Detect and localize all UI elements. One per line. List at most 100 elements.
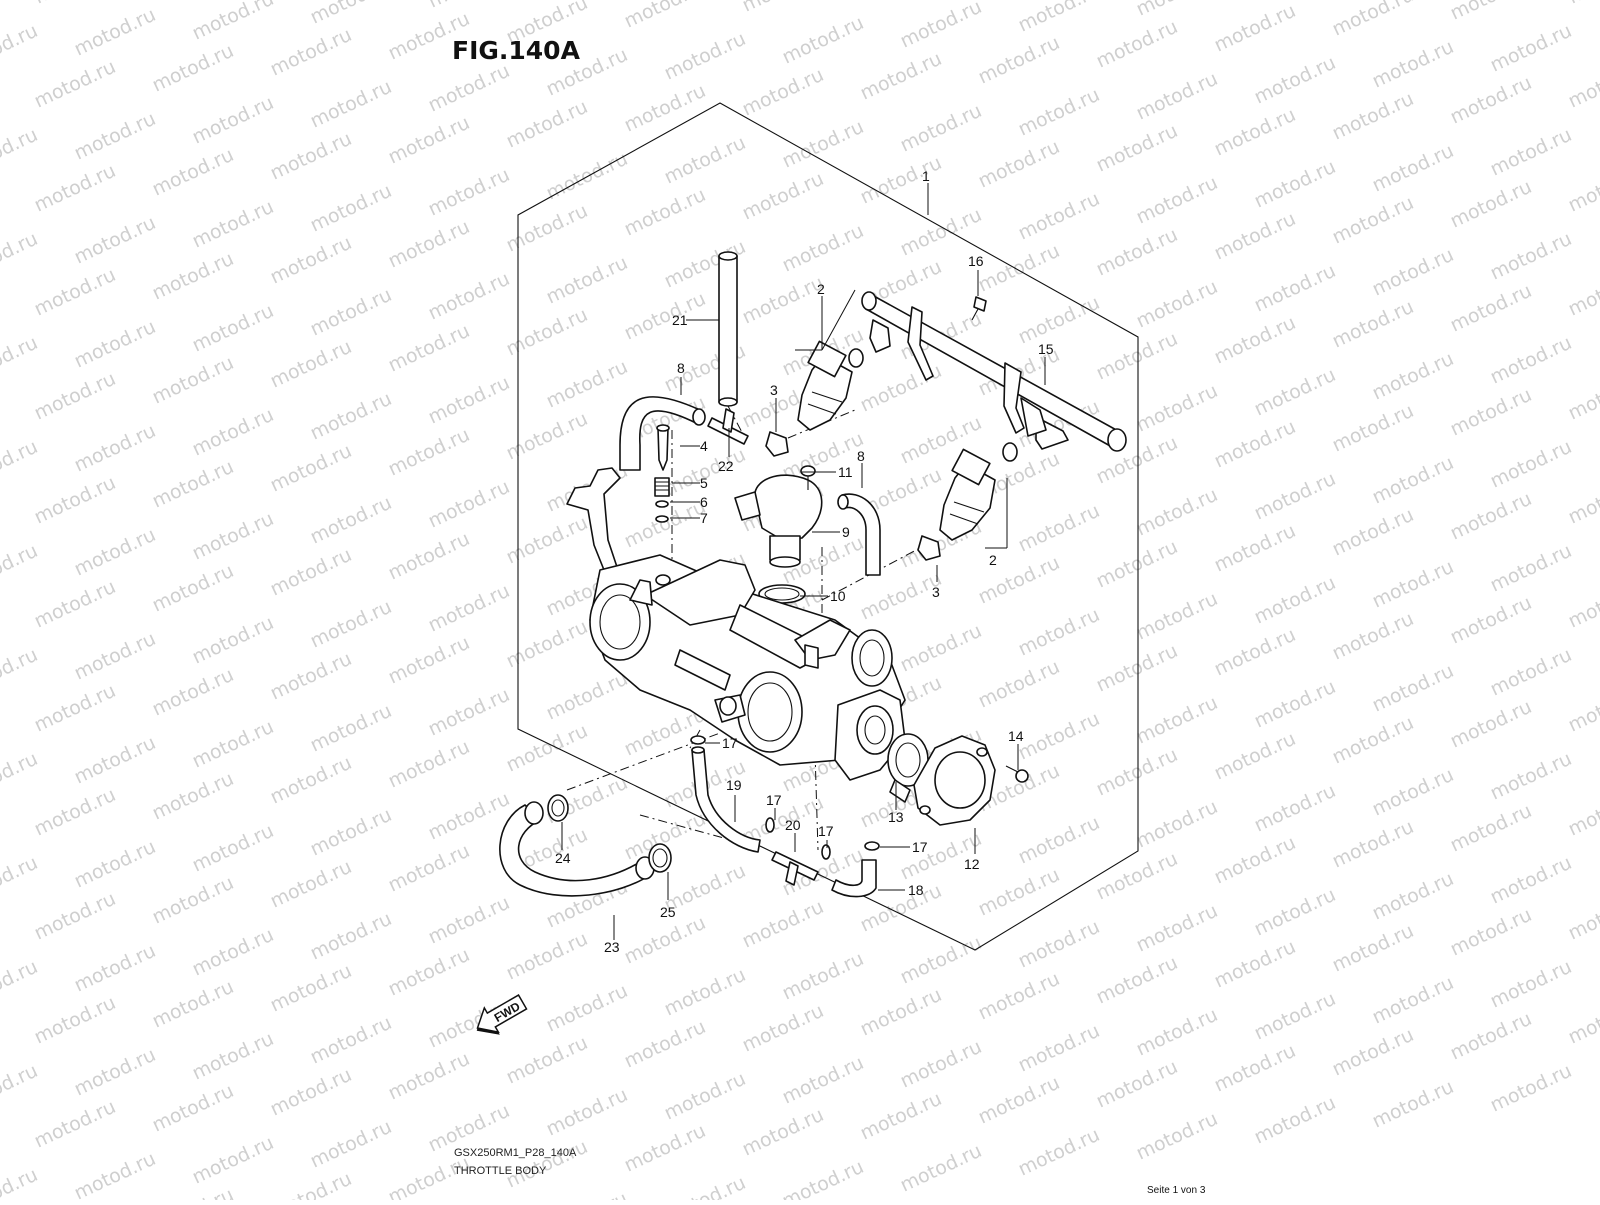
- callout-9: 9: [842, 524, 850, 540]
- watermark-text: motod.ru: [31, 472, 119, 529]
- watermark-text: motod.ru: [1133, 276, 1221, 333]
- watermark-text: motod.ru: [1565, 992, 1600, 1049]
- watermark-text: motod.ru: [1133, 796, 1221, 853]
- leader-lines: [561, 183, 1046, 940]
- watermark-text: motod.ru: [1251, 364, 1339, 421]
- watermark-text: motod.ru: [425, 268, 513, 325]
- watermark-text: motod.ru: [1565, 160, 1600, 217]
- watermark-text: motod.ru: [1565, 576, 1600, 633]
- watermark-text: motod.ru: [31, 680, 119, 737]
- watermark-text: motod.ru: [189, 1028, 277, 1085]
- watermark-text: motod.ru: [857, 152, 945, 209]
- watermark-text: motod.ru: [307, 284, 395, 341]
- watermark-text: motod.ru: [149, 560, 237, 617]
- watermark-text: motod.ru: [307, 76, 395, 133]
- callout-17-a: 17: [722, 735, 738, 751]
- watermark-text: motod.ru: [1015, 1124, 1103, 1181]
- watermark-text: motod.ru: [425, 0, 513, 13]
- watermark-text: motod.ru: [1133, 1108, 1221, 1165]
- watermark-text: motod.ru: [1565, 784, 1600, 841]
- watermark-text: motod.ru: [307, 700, 395, 757]
- watermark-text: motod.ru: [779, 12, 867, 69]
- watermark-text: motod.ru: [267, 440, 355, 497]
- watermark-text: motod.ru: [189, 820, 277, 877]
- watermark-text: motod.ru: [1565, 888, 1600, 945]
- watermark-text: motod.ru: [1015, 500, 1103, 557]
- watermark-text: motod.ru: [1447, 72, 1535, 129]
- hose-23: [499, 801, 655, 897]
- vacuum-hose-21: [718, 251, 738, 407]
- watermark-text: motod.ru: [1447, 696, 1535, 753]
- watermark-text: motod.ru: [425, 788, 513, 845]
- watermark-text: motod.ru: [1369, 452, 1457, 509]
- watermark-text: motod.ru: [1211, 1040, 1299, 1097]
- watermark-text: motod.ru: [1015, 1020, 1103, 1077]
- watermark-text: motod.ru: [1487, 540, 1575, 597]
- watermark-text: motod.ru: [1565, 472, 1600, 529]
- watermark-text: motod.ru: [149, 768, 237, 825]
- watermark-text: motod.ru: [1251, 260, 1339, 317]
- watermark-text: motod.ru: [1211, 624, 1299, 681]
- callout-3-upper: 3: [770, 382, 778, 398]
- watermark-text: motod.ru: [1369, 660, 1457, 717]
- watermark-text: motod.ru: [1329, 400, 1417, 457]
- watermark-text: motod.ru: [1447, 280, 1535, 337]
- watermark-text: motod.ru: [1487, 332, 1575, 389]
- watermark-text: motod.ru: [189, 924, 277, 981]
- watermark-text: motod.ru: [543, 668, 631, 725]
- callout-3-lower: 3: [932, 584, 940, 600]
- watermark-text: motod.ru: [503, 408, 591, 465]
- watermark-text: motod.ru: [385, 632, 473, 689]
- watermark-text: motod.ru: [1329, 920, 1417, 977]
- watermark-text: motod.ru: [1447, 904, 1535, 961]
- watermark-text: motod.ru: [621, 1016, 709, 1073]
- watermark-text: motod.ru: [739, 272, 827, 329]
- watermark-text: motod.ru: [267, 1064, 355, 1121]
- watermark-text: motod.ru: [1133, 68, 1221, 125]
- watermark-text: motod.ru: [739, 64, 827, 121]
- callout-8-left: 8: [677, 360, 685, 376]
- watermark-text: motod.ru: [1015, 604, 1103, 661]
- sensor-cover-12: [913, 735, 996, 826]
- watermark-text: motod.ru: [897, 1140, 985, 1197]
- watermark-text: motod.ru: [621, 80, 709, 137]
- watermark-text: motod.ru: [267, 24, 355, 81]
- watermark-text: motod.ru: [1251, 52, 1339, 109]
- watermark-text: motod.ru: [779, 1156, 867, 1200]
- watermark-text: motod.ru: [385, 216, 473, 273]
- watermark-text: motod.ru: [1369, 140, 1457, 197]
- watermark-text: motod.ru: [0, 904, 1, 961]
- watermark-text: motod.ru: [1133, 692, 1221, 749]
- watermark-text: motod.ru: [543, 356, 631, 413]
- callout-17-b: 17: [766, 792, 782, 808]
- watermark-text: motod.ru: [31, 992, 119, 1049]
- watermark-text: motod.ru: [385, 320, 473, 377]
- watermark-text: motod.ru: [149, 352, 237, 409]
- watermark-text: motod.ru: [307, 180, 395, 237]
- figure-code: GSX250RM1_P28_140A: [454, 1147, 577, 1159]
- watermark-text: motod.ru: [1133, 1004, 1221, 1061]
- watermark-text: motod.ru: [31, 888, 119, 945]
- watermark-text: motod.ru: [31, 264, 119, 321]
- watermark-text: motod.ru: [1329, 712, 1417, 769]
- callout-22: 22: [718, 458, 734, 474]
- watermark-text: motod.ru: [1211, 0, 1299, 57]
- watermark-text: motod.ru: [31, 1096, 119, 1153]
- watermark-text: motod.ru: [897, 0, 985, 53]
- watermark-text: motod.ru: [975, 968, 1063, 1025]
- watermark-text: motod.ru: [31, 576, 119, 633]
- watermark-text: motod.ru: [503, 96, 591, 153]
- watermark-text: motod.ru: [189, 612, 277, 669]
- watermark-text: motod.ru: [1015, 812, 1103, 869]
- watermark-text: motod.ru: [661, 132, 749, 189]
- watermark-text: motod.ru: [779, 1052, 867, 1109]
- watermark-text: motod.ru: [425, 476, 513, 533]
- callout-6: 6: [700, 494, 708, 510]
- watermark-text: motod.ru: [1369, 348, 1457, 405]
- watermark-text: motod.ru: [1093, 120, 1181, 177]
- watermark-text: motod.ru: [1211, 520, 1299, 577]
- callout-4: 4: [700, 438, 708, 454]
- watermark-text: motod.ru: [1211, 728, 1299, 785]
- watermark-text: motod.ru: [267, 544, 355, 601]
- watermark-text: motod.ru: [1487, 956, 1575, 1013]
